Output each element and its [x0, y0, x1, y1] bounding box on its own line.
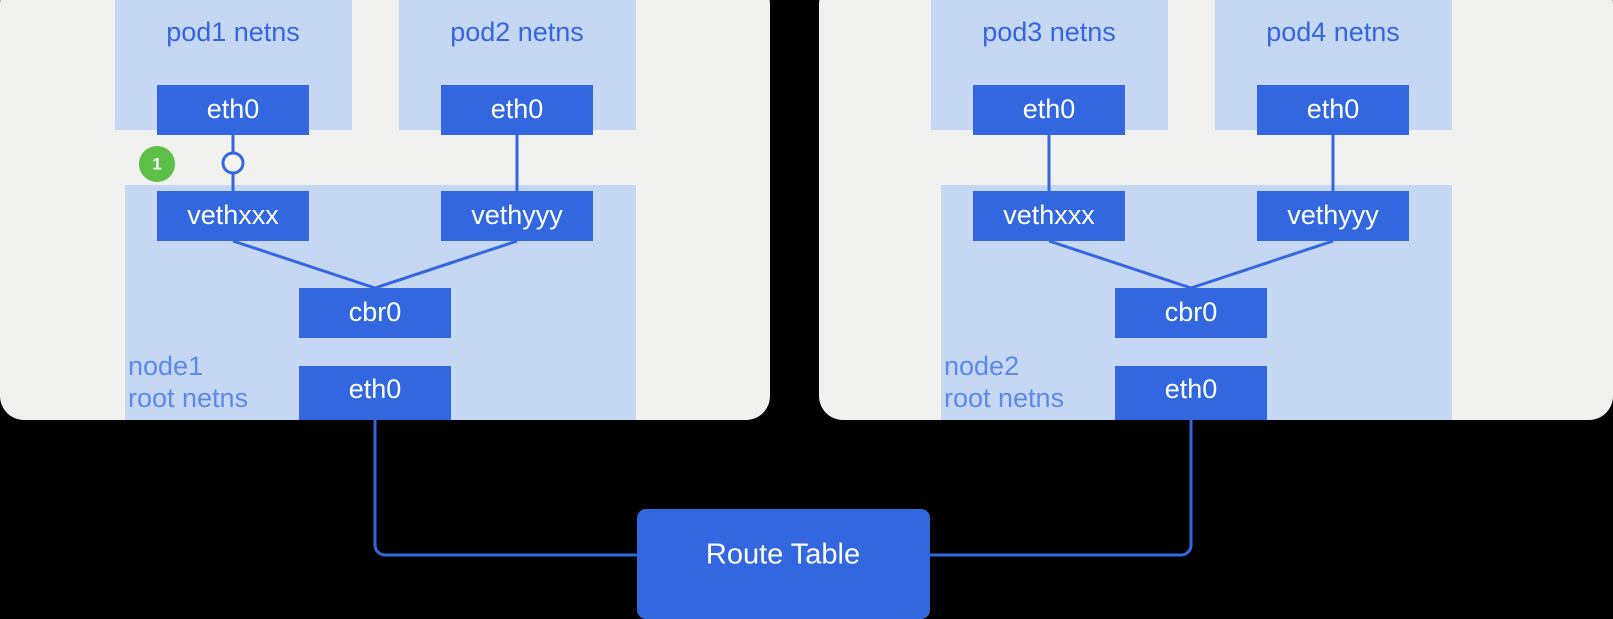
- node1-pod2-eth0-label: eth0: [491, 94, 544, 124]
- annotation-badge-1: [139, 146, 175, 182]
- veth-pair-marker-icon: [221, 151, 245, 175]
- node1-vethxxx-label: vethxxx: [187, 200, 279, 230]
- node2-pod4-netns-title: pod4 netns: [1266, 17, 1400, 47]
- route-table-box[interactable]: [637, 509, 930, 619]
- node1-pod1-eth0-label: eth0: [207, 94, 260, 124]
- node2-vethyyy-label: vethyyy: [1287, 200, 1379, 230]
- node2-vethyyy-box: [1257, 191, 1409, 241]
- node2-vethxxx-label: vethxxx: [1003, 200, 1095, 230]
- node2-cbr0-box: [1115, 288, 1267, 338]
- node1-vethyyy-box: [441, 191, 593, 241]
- link-node2-eth0-to-route-table: [930, 420, 1193, 557]
- node2-link-vethxxx-to-cbr0: [1048, 239, 1192, 290]
- route-table-node[interactable]: Route Table: [637, 509, 930, 619]
- node1-link-vethyyy-to-cbr0: [374, 239, 518, 290]
- node2-uplink-eth0-box: [1115, 366, 1267, 420]
- node2-pod3-netns-title: pod3 netns: [982, 17, 1116, 47]
- node2-pod3-eth0-label: eth0: [1023, 94, 1076, 124]
- node1-vethyyy-label: vethyyy: [471, 200, 563, 230]
- node2-vethxxx-box: [973, 191, 1125, 241]
- annotation-badge-1-text: 1: [152, 154, 161, 173]
- route-table-label: Route Table: [706, 539, 860, 571]
- node2-link-vethyyy-to-cbr0: [1190, 239, 1334, 290]
- node1-cbr0-label: cbr0: [349, 297, 402, 327]
- node2-label-line2: root netns: [944, 383, 1064, 413]
- node1-vethxxx-box: [157, 191, 309, 241]
- node1-pod2-netns-title: pod2 netns: [450, 17, 584, 47]
- node1-pod1-eth0-box: [157, 85, 309, 135]
- node1-label-line1: node1: [128, 351, 203, 381]
- link-node1-eth0-to-route-table: [373, 420, 637, 557]
- node2-pod3-eth0-box: [973, 85, 1125, 135]
- node1-cbr0-box: [299, 288, 451, 338]
- node1-uplink-eth0-label: eth0: [349, 374, 402, 404]
- node1-pod2-eth0-box: [441, 85, 593, 135]
- node1-label-line2: root netns: [128, 383, 248, 413]
- node-card-node1: pod1 netns pod2 netns eth0 eth0 vethxxx …: [0, 0, 770, 420]
- node2-pod4-eth0-box: [1257, 85, 1409, 135]
- node1-link-vethxxx-to-cbr0: [232, 239, 376, 290]
- node1-uplink-eth0-box: [299, 366, 451, 420]
- node2-cbr0-label: cbr0: [1165, 297, 1218, 327]
- node2-pod4-eth0-label: eth0: [1307, 94, 1360, 124]
- node-card-node2: pod3 netns pod4 netns eth0 eth0 vethxxx …: [819, 0, 1613, 420]
- node2-label-line1: node2: [944, 351, 1019, 381]
- node1-pod1-netns-title: pod1 netns: [166, 17, 300, 47]
- node2-uplink-eth0-label: eth0: [1165, 374, 1218, 404]
